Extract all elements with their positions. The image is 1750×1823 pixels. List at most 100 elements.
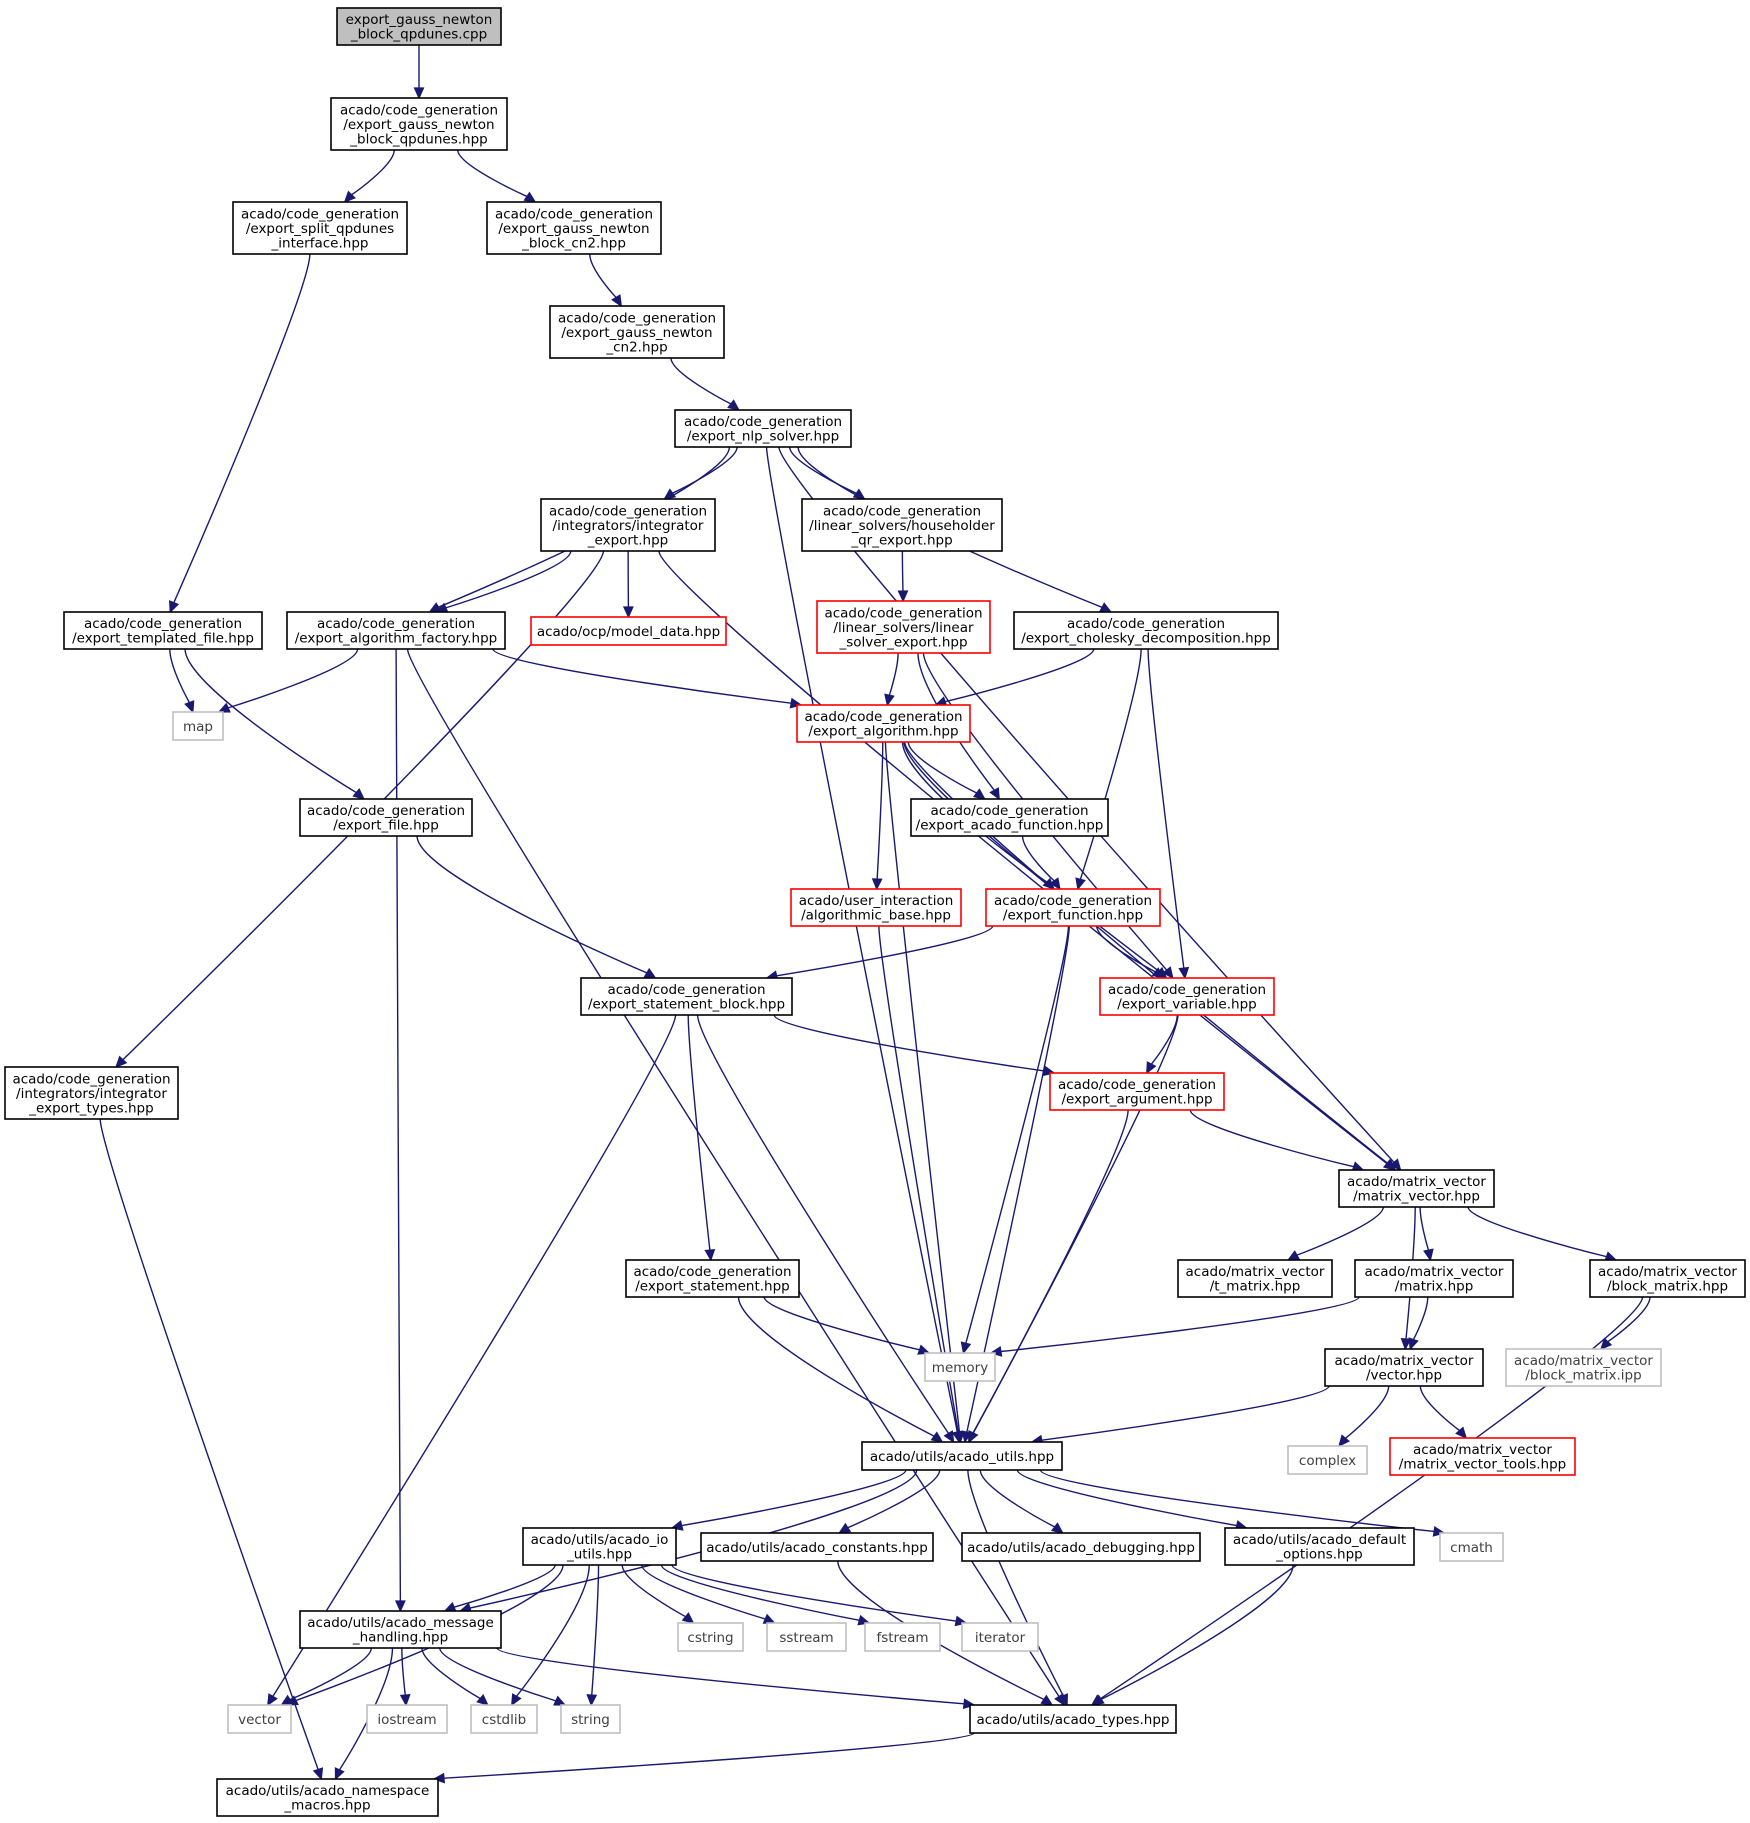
node-acado-message-handling[interactable]: acado/utils/acado_message_handling.hpp xyxy=(299,1610,502,1649)
node-iostream[interactable]: iostream xyxy=(366,1704,448,1734)
node-label-line: acado/code_generation xyxy=(558,310,716,326)
edge-acado_message_handling-to-string xyxy=(439,1647,567,1706)
node-label-line: acado/ocp/model_data.hpp xyxy=(537,624,720,640)
edge-integrator_export_types-to-acado_namespace_macros xyxy=(99,1118,324,1781)
node-label-line: _export.hpp xyxy=(587,532,668,548)
node-iterator[interactable]: iterator xyxy=(961,1622,1039,1652)
edge-export_function-to-acado_utils xyxy=(961,925,1070,1444)
node-box xyxy=(366,1704,448,1734)
node-acado-constants[interactable]: acado/utils/acado_constants.hpp xyxy=(700,1532,934,1562)
node-label-line: /export_cholesky_decomposition.hpp xyxy=(1021,631,1271,647)
node-vector[interactable]: vector xyxy=(227,1704,292,1734)
node-label-line: /export_gauss_newton xyxy=(561,325,712,341)
node-label-line: iostream xyxy=(377,1712,436,1728)
arrowhead xyxy=(727,399,741,411)
edge-matrix_vector-to-t_matrix xyxy=(1286,1206,1384,1261)
node-cstdlib[interactable]: cstdlib xyxy=(470,1704,538,1734)
node-acado-namespace-macros[interactable]: acado/utils/acado_namespace_macros.hpp xyxy=(216,1778,439,1817)
node-label-line: /export_gauss_newton xyxy=(498,221,649,237)
node-memory[interactable]: memory xyxy=(924,1352,996,1382)
node-integrator-export[interactable]: acado/code_generation/integrators/integr… xyxy=(540,498,716,552)
arrowhead xyxy=(352,788,366,800)
node-algorithm-factory[interactable]: acado/code_generation/export_algorithm_f… xyxy=(286,611,506,650)
node-block-matrix-ipp[interactable]: acado/matrix_vector/block_matrix.ipp xyxy=(1505,1348,1662,1387)
edge-line xyxy=(660,1564,860,1621)
edge-acado_default_options-to-acado_types xyxy=(1091,1564,1294,1706)
node-label-line: acado/utils/acado_constants.hpp xyxy=(706,1540,928,1556)
edge-line xyxy=(516,1564,590,1697)
node-gn-block-cn2[interactable]: acado/code_generation/export_gauss_newto… xyxy=(486,201,662,255)
node-label-line: /vector.hpp xyxy=(1366,1368,1442,1384)
node-label-line: _block_qpdunes.cpp xyxy=(350,27,487,43)
node-acado-debugging[interactable]: acado/utils/acado_debugging.hpp xyxy=(961,1532,1201,1562)
edge-line xyxy=(351,149,395,196)
node-export-algorithm[interactable]: acado/code_generation/export_algorithm.h… xyxy=(796,704,971,743)
node-map[interactable]: map xyxy=(172,711,224,741)
node-label-line: acado/utils/acado_message xyxy=(307,1615,494,1631)
node-complex[interactable]: complex xyxy=(1287,1445,1368,1475)
node-export-file[interactable]: acado/code_generation/export_file.hpp xyxy=(299,798,473,837)
edge-algorithmic_base-to-acado_utils xyxy=(878,925,964,1444)
node-cstring[interactable]: cstring xyxy=(677,1622,744,1652)
node-acado-types[interactable]: acado/utils/acado_types.hpp xyxy=(969,1704,1177,1734)
arrowhead xyxy=(960,1341,972,1355)
node-fstream[interactable]: fstream xyxy=(864,1622,941,1652)
node-cholesky[interactable]: acado/code_generation/export_cholesky_de… xyxy=(1013,611,1279,650)
node-gn-block-qpdunes-hpp[interactable]: acado/code_generation/export_gauss_newto… xyxy=(330,97,508,151)
arrowhead xyxy=(611,294,623,308)
node-split-qpdunes-interface[interactable]: acado/code_generation/export_split_qpdun… xyxy=(232,201,408,255)
node-label-line: _qr_export.hpp xyxy=(850,532,952,548)
node-statement-block[interactable]: acado/code_generation/export_statement_b… xyxy=(580,977,793,1016)
node-model-data[interactable]: acado/ocp/model_data.hpp xyxy=(530,616,727,646)
edge-vector_hpp-to-mv_tools xyxy=(1419,1385,1468,1440)
edge-acado_message_handling-to-cstdlib xyxy=(421,1647,489,1706)
node-string[interactable]: string xyxy=(560,1704,621,1734)
arrowhead xyxy=(952,1430,964,1444)
arrowhead xyxy=(1075,877,1086,891)
arrowhead xyxy=(897,590,909,603)
arrowhead xyxy=(280,1694,294,1706)
node-export-statement[interactable]: acado/code_generation/export_statement.h… xyxy=(625,1259,800,1298)
node-label-line: memory xyxy=(932,1360,988,1376)
node-box xyxy=(299,798,473,837)
edge-line xyxy=(1016,1469,1237,1527)
node-linear-solver-export[interactable]: acado/code_generation/linear_solvers/lin… xyxy=(816,600,991,654)
node-label-line: /integrators/integrator xyxy=(553,518,704,534)
arrowhead xyxy=(1050,1522,1064,1534)
node-label-line: acado/code_generation xyxy=(823,503,981,519)
node-nlp-solver[interactable]: acado/code_generation/export_nlp_solver.… xyxy=(674,409,852,448)
edge-line xyxy=(671,1564,957,1622)
node-label-line: /matrix_vector_tools.hpp xyxy=(1399,1457,1566,1473)
arrowhead xyxy=(917,1344,931,1355)
node-label-line: /export_statement.hpp xyxy=(635,1279,790,1295)
node-export-argument[interactable]: acado/code_generation/export_argument.hp… xyxy=(1049,1072,1225,1111)
edge-export_argument-to-acado_utils xyxy=(968,1109,1129,1444)
node-t-matrix[interactable]: acado/matrix_vector/t_matrix.hpp xyxy=(1177,1259,1333,1298)
node-vector-hpp[interactable]: acado/matrix_vector/vector.hpp xyxy=(1324,1348,1484,1387)
node-block-matrix[interactable]: acado/matrix_vector/block_matrix.hpp xyxy=(1589,1259,1746,1298)
node-algorithmic-base[interactable]: acado/user_interaction/algorithmic_base.… xyxy=(790,888,962,927)
node-box xyxy=(580,977,793,1016)
node-templated-file[interactable]: acado/code_generation/export_templated_f… xyxy=(63,611,263,650)
edge-export_file-to-statement_block xyxy=(416,835,657,979)
node-acado-function[interactable]: acado/code_generation/export_acado_funct… xyxy=(910,798,1109,837)
node-cmath[interactable]: cmath xyxy=(1439,1532,1504,1562)
node-export-variable[interactable]: acado/code_generation/export_variable.hp… xyxy=(1099,977,1275,1016)
node-matrix-vector[interactable]: acado/matrix_vector/matrix_vector.hpp xyxy=(1338,1169,1495,1208)
node-export-function[interactable]: acado/code_generation/export_function.hp… xyxy=(985,888,1161,927)
node-acado-utils[interactable]: acado/utils/acado_utils.hpp xyxy=(861,1441,1063,1471)
node-acado-default-options[interactable]: acado/utils/acado_default_options.hpp xyxy=(1224,1527,1415,1566)
node-householder-qr[interactable]: acado/code_generation/linear_solvers/hou… xyxy=(801,498,1003,552)
node-matrix[interactable]: acado/matrix_vector/matrix.hpp xyxy=(1354,1259,1514,1298)
edge-acado_function-to-export_function xyxy=(1021,835,1061,891)
node-label-line: cmath xyxy=(1450,1540,1493,1556)
node-acado-io-utils[interactable]: acado/utils/acado_io_utils.hpp xyxy=(522,1527,677,1566)
node-integrator-export-types[interactable]: acado/code_generation/integrators/integr… xyxy=(4,1066,179,1120)
node-sstream[interactable]: sstream xyxy=(766,1622,847,1652)
edge-line xyxy=(979,1469,1056,1528)
node-box xyxy=(330,97,508,151)
node-label-line: acado/code_generation xyxy=(684,414,842,430)
node-gn-cn2[interactable]: acado/code_generation/export_gauss_newto… xyxy=(549,305,725,359)
node-label-line: cstring xyxy=(687,1630,733,1646)
node-mv-tools[interactable]: acado/matrix_vector/matrix_vector_tools.… xyxy=(1389,1437,1576,1476)
